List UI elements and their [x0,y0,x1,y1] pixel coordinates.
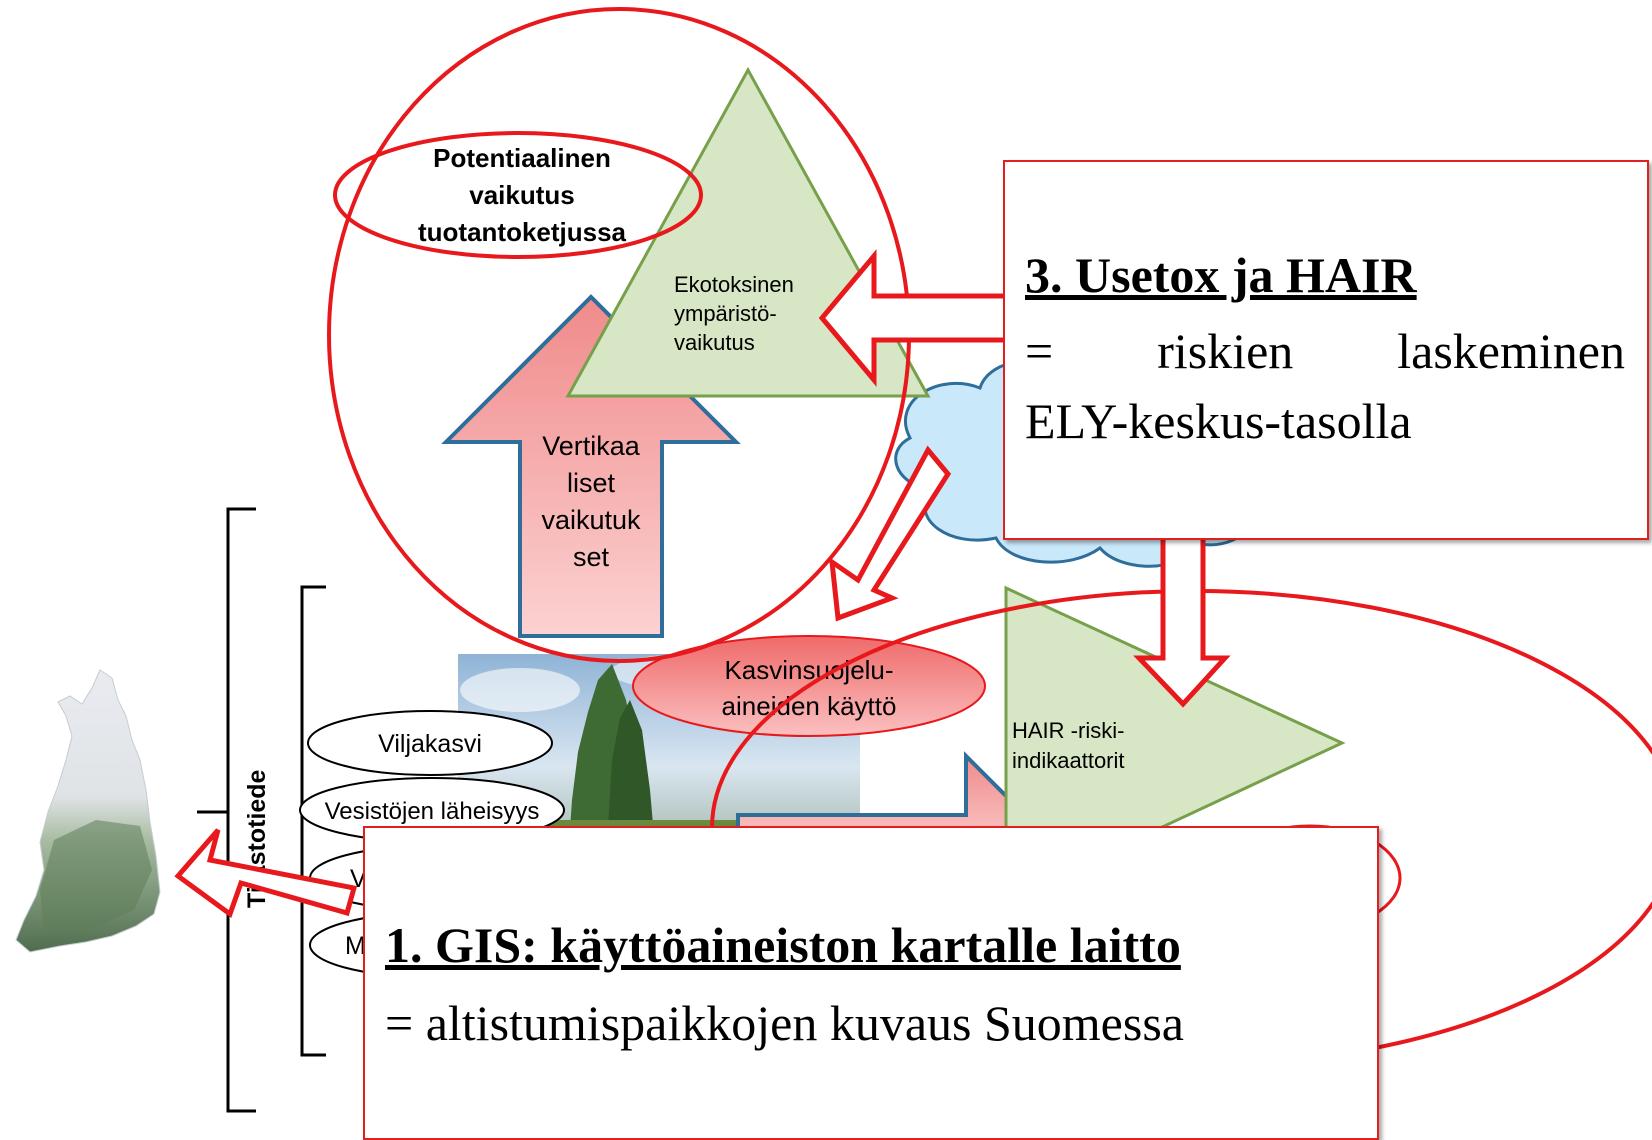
svg-text:set: set [573,542,610,572]
plant-protection-label: Kasvinsuojelu- aineiden käyttö [722,655,897,721]
svg-text:indikaattorit: indikaattorit [1012,748,1125,773]
diagonal-arrow [828,445,952,622]
svg-text:aineiden käyttö: aineiden käyttö [722,691,897,721]
ecotoxic-label: Ekotoksinen ympäristö- vaikutus [674,272,794,355]
finland-map-image [15,669,161,953]
svg-text:liset: liset [567,468,616,498]
hair-indicators-label: HAIR -riski- indikaattorit [1012,718,1125,773]
gis-textbox: 1. GIS: käyttöaineiston kartalle laitto … [363,826,1379,1140]
potential-effect-label: Potentiaalinen vaikutus tuotantoketjussa [418,143,627,247]
grain-crop-label: Viljakasvi [378,730,482,758]
gis-line1: = altistumispaikkojen kuvaus Suomessa [385,995,1184,1051]
statistics-bracket [197,507,326,1113]
water-proximity-label: Vesistöjen läheisyys [325,798,540,825]
gis-heading: 1. GIS: käyttöaineiston kartalle laitto [385,917,1181,973]
svg-text:Potentiaalinen: Potentiaalinen [433,143,611,173]
potential-effect-ellipse [333,131,703,259]
svg-text:HAIR -riski-: HAIR -riski- [1012,718,1124,743]
svg-text:vaikutus: vaikutus [674,330,755,355]
svg-text:Vertikaa: Vertikaa [542,431,641,461]
grain-crop-ellipse [307,710,553,776]
partial-ellipse-2-label: M [345,932,366,960]
svg-text:Ekotoksinen: Ekotoksinen [674,272,794,297]
svg-text:tuotantoketjussa: tuotantoketjussa [418,217,627,247]
svg-text:vaikutuk: vaikutuk [541,505,641,535]
vertical-effects-label: Vertikaa liset vaikutuk set [541,431,641,572]
arrow-down-to-hair [1133,517,1231,708]
svg-text:ympäristö-: ympäristö- [674,301,777,326]
usetox-hair-textbox: 3. Usetox ja HAIR = riskien laskeminen E… [1003,160,1649,540]
usetox-hair-line2: ELY-keskus-tasolla [1025,393,1412,449]
svg-text:vaikutus: vaikutus [469,180,575,210]
svg-text:Kasvinsuojelu-: Kasvinsuojelu- [724,655,893,685]
arrow-to-map [174,828,358,918]
usetox-hair-line1: = riskien laskeminen [1025,323,1625,379]
usetox-hair-heading: 3. Usetox ja HAIR [1025,247,1417,303]
